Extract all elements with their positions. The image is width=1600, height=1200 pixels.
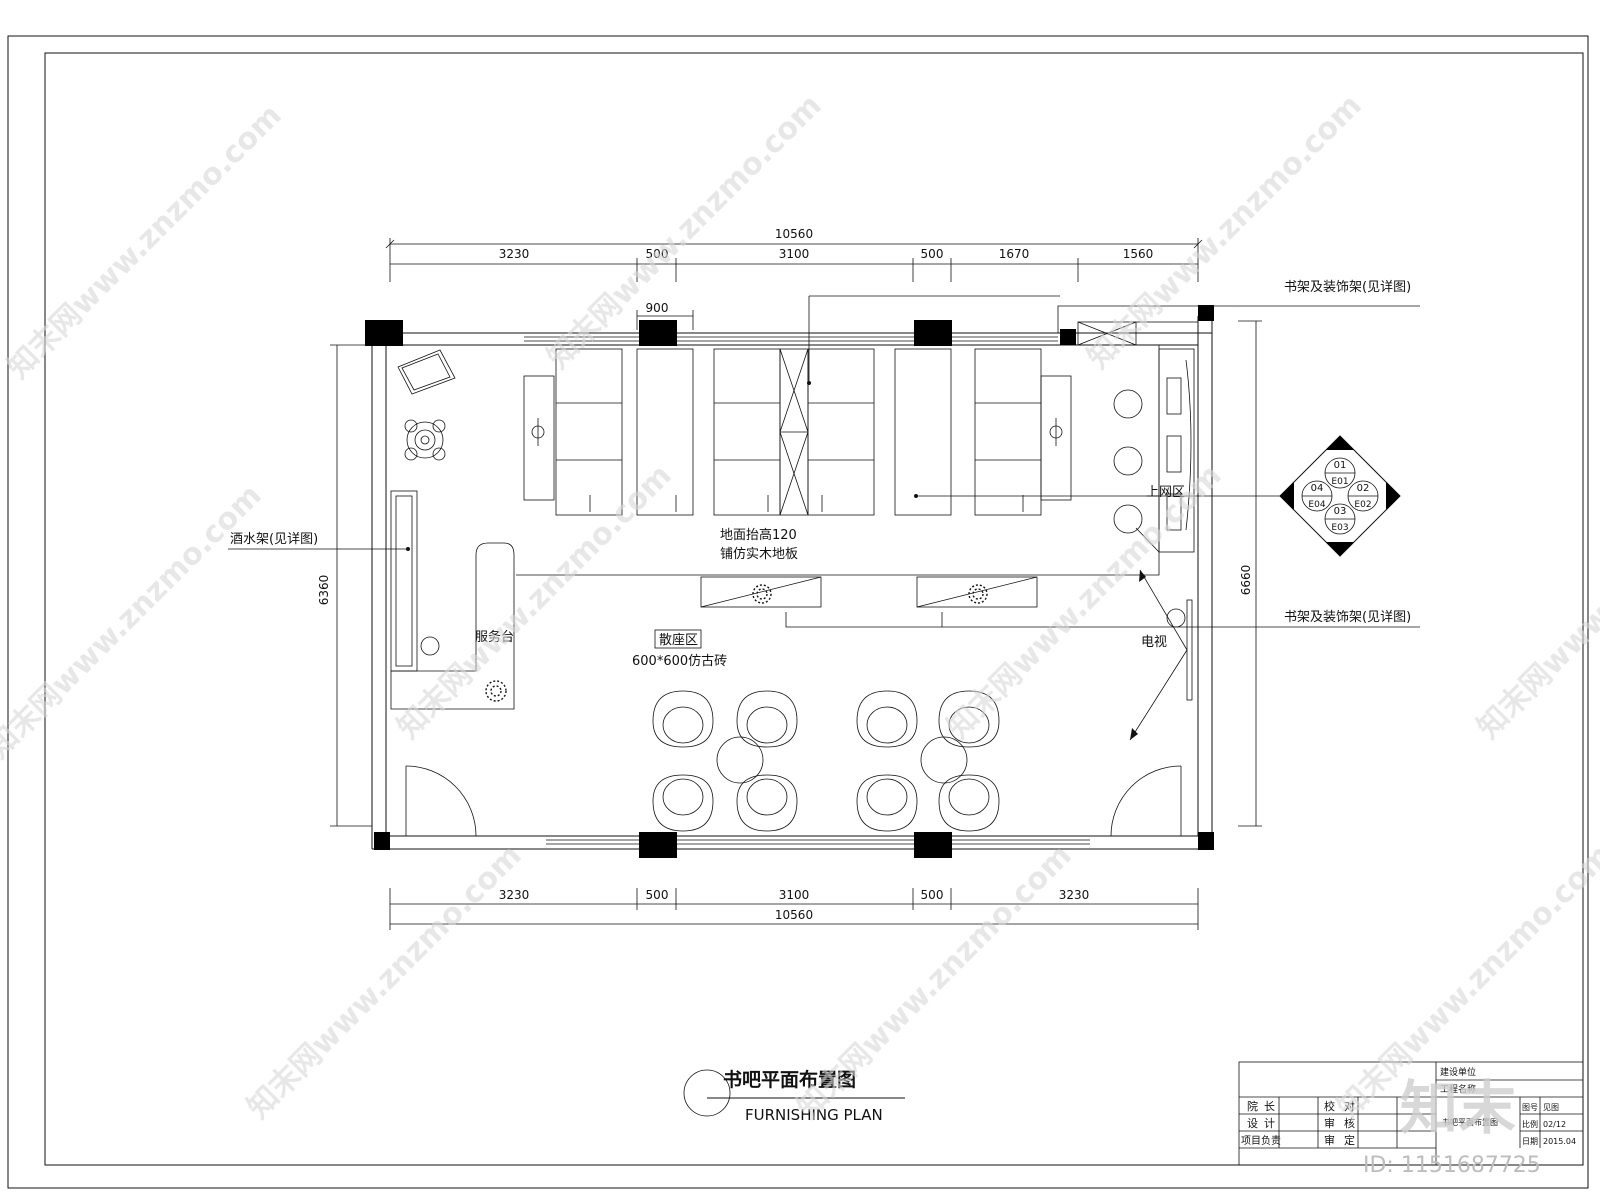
elevation-index-symbol: 01 E01 02 E02 03 E03 04 E04 bbox=[1279, 435, 1401, 557]
tb-date-label: 日期 bbox=[1522, 1137, 1538, 1146]
armchair bbox=[856, 690, 918, 748]
armchair bbox=[856, 774, 918, 832]
tb-r1c2: 长 bbox=[1264, 1100, 1275, 1113]
label-wine-rack: 酒水架(见详图) bbox=[230, 532, 318, 547]
tb-r1c1: 院 bbox=[1247, 1099, 1258, 1113]
walls bbox=[371, 316, 1213, 850]
tb-unit: 建设单位 bbox=[1440, 1066, 1476, 1078]
outer-border bbox=[7, 35, 1589, 1189]
bottom-total-dim: 10560 bbox=[775, 908, 813, 922]
tb-r2c1: 设 bbox=[1247, 1117, 1258, 1130]
tb-project: 工程名称 bbox=[1440, 1083, 1476, 1095]
top-dim-3: 3100 bbox=[779, 247, 810, 261]
label-tile: 600*600仿古砖 bbox=[632, 654, 727, 669]
watermark-text: 知末网www.znzmo.com bbox=[391, 458, 679, 746]
tb-r3c3: 定 bbox=[1344, 1133, 1355, 1147]
symbol-e: 02 bbox=[1357, 483, 1370, 494]
side-dimensions: 6360 6660 bbox=[317, 320, 1262, 827]
tv-unit bbox=[1129, 569, 1193, 741]
watermark-logo: 知末 bbox=[1400, 1074, 1516, 1142]
tb-r1c3: 校 bbox=[1324, 1099, 1335, 1113]
armchair bbox=[736, 690, 798, 748]
wine-rack bbox=[390, 490, 418, 672]
label-tv: 电视 bbox=[1141, 635, 1167, 650]
armchair bbox=[652, 774, 714, 832]
symbol-n: 01 bbox=[1334, 460, 1347, 471]
angled-table bbox=[397, 349, 456, 395]
watermark-text: 知末网www.znzmo.com bbox=[1, 98, 289, 386]
bottom-dim-4: 500 bbox=[921, 888, 944, 902]
columns bbox=[365, 305, 1214, 858]
top-dim-4: 500 bbox=[921, 247, 944, 261]
label-floor-raise-2: 铺仿实木地板 bbox=[720, 547, 798, 562]
round-table bbox=[920, 736, 968, 784]
internet-stations bbox=[1113, 348, 1195, 553]
leader-lines bbox=[228, 295, 1420, 628]
tb-scale: 见图 bbox=[1543, 1103, 1559, 1112]
symbol-w: 04 bbox=[1311, 483, 1324, 494]
armchair bbox=[736, 774, 798, 832]
top-bookshelf bbox=[1077, 321, 1199, 346]
title-cn: 书吧平面布置图 bbox=[723, 1068, 856, 1091]
tb-r2c2: 计 bbox=[1264, 1117, 1275, 1130]
label-shelf-mid: 书架及装饰架(见详图) bbox=[1284, 610, 1411, 625]
watermark-id: ID: 1151687725 bbox=[1363, 1153, 1541, 1178]
top-total-dim: 10560 bbox=[775, 227, 813, 241]
top-dim-5: 1670 bbox=[999, 247, 1030, 261]
watermark-text: 知末网www.znzmo.com bbox=[1471, 458, 1600, 746]
left-height-dim: 6360 bbox=[317, 575, 331, 606]
armchair bbox=[938, 774, 1000, 832]
top-dim-2: 500 bbox=[646, 247, 669, 261]
symbol-s: 03 bbox=[1334, 506, 1347, 517]
tb-sheet: 02/12 bbox=[1543, 1120, 1566, 1129]
watermark-text: 知末网www.znzmo.com bbox=[1081, 88, 1369, 376]
planter-boxes bbox=[700, 576, 1038, 608]
label-shelf-top: 书架及装饰架(见详图) bbox=[1284, 280, 1411, 295]
tb-date: 2015.04 bbox=[1543, 1137, 1576, 1146]
doors bbox=[405, 765, 1182, 837]
tb-drawing-name: 书吧平面布置图 bbox=[1442, 1117, 1498, 1127]
right-height-dim: 6660 bbox=[1239, 565, 1253, 596]
inner-border bbox=[44, 52, 1584, 1166]
seating-group bbox=[652, 690, 1000, 832]
armchair bbox=[938, 690, 1000, 748]
tb-r1c4: 对 bbox=[1344, 1099, 1355, 1113]
bottom-dim-5: 3230 bbox=[1059, 888, 1090, 902]
top-dim-1: 3230 bbox=[499, 247, 530, 261]
watermark-text: 知末网www.znzmo.com bbox=[241, 838, 529, 1126]
tb-r2c3: 审 bbox=[1324, 1116, 1335, 1130]
sub-dim-900: 900 bbox=[646, 301, 669, 315]
title-en: FURNISHING PLAN bbox=[745, 1106, 883, 1124]
top-dimensions: 10560 3230 500 3100 500 1670 1560 900 bbox=[385, 227, 1203, 330]
bottom-dim-1: 3230 bbox=[499, 888, 530, 902]
label-internet-area: 上网区 bbox=[1146, 485, 1185, 500]
seating-area-box bbox=[654, 629, 702, 649]
armchair bbox=[652, 690, 714, 748]
tb-r2c4: 核 bbox=[1344, 1116, 1355, 1130]
round-table bbox=[716, 736, 764, 784]
symbol-w2: E04 bbox=[1308, 500, 1325, 510]
tb-r3c2: 审 bbox=[1324, 1133, 1335, 1147]
tb-scale-label: 比例 bbox=[1522, 1119, 1538, 1129]
tb-r3c1: 项目负责 bbox=[1241, 1134, 1281, 1147]
title-block: 院 长 校 对 设 计 审 核 项目负责 审 定 建设单位 工程名称 书吧平面布… bbox=[1238, 1061, 1584, 1166]
watermark-text: 知末网www.znzmo.com bbox=[791, 838, 1079, 1126]
top-dim-6: 1560 bbox=[1123, 247, 1154, 261]
label-floor-raise-1: 地面抬高120 bbox=[720, 527, 797, 543]
symbol-e2: E02 bbox=[1354, 500, 1371, 510]
reading-booths bbox=[523, 348, 1072, 516]
symbol-n2: E01 bbox=[1331, 477, 1348, 487]
drawing-title: 书吧平面布置图 FURNISHING PLAN bbox=[683, 1068, 905, 1124]
tb-code-label: 图号 bbox=[1522, 1103, 1538, 1112]
watermark-text: 知末网www.znzmo.com bbox=[941, 458, 1229, 746]
label-seating-area: 散座区 bbox=[659, 633, 698, 648]
bottom-dim-2: 500 bbox=[646, 888, 669, 902]
service-counter bbox=[390, 542, 515, 710]
label-service-desk: 服务台 bbox=[475, 629, 514, 645]
symbol-s2: E03 bbox=[1331, 523, 1348, 533]
bottom-dim-3: 3100 bbox=[779, 888, 810, 902]
watermark-text: 知末网www.znzmo.com bbox=[0, 478, 269, 766]
bottom-dimensions: 3230 500 3100 500 3230 10560 bbox=[389, 888, 1199, 930]
